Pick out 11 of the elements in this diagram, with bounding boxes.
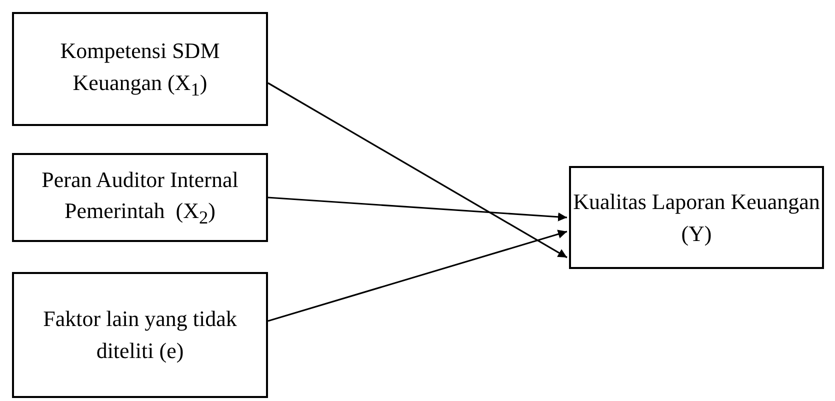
arrow [268, 82, 568, 258]
text-box [12, 153, 268, 242]
box-label: Kompetensi SDM Keuangan (X$_{1}$) [59, 37, 221, 102]
text-box [12, 272, 268, 398]
box-label: Kualitas Laporan Keuangan (Y) [572, 188, 821, 248]
text-box [569, 166, 824, 269]
arrow [268, 196, 568, 222]
arrow [268, 230, 568, 322]
box-label: Peran Auditor Internal Pemerintah (X$_{2}$) [40, 166, 240, 230]
text-box [12, 12, 268, 126]
box-label: Faktor lain yang tidak diteliti (e) [42, 305, 238, 365]
